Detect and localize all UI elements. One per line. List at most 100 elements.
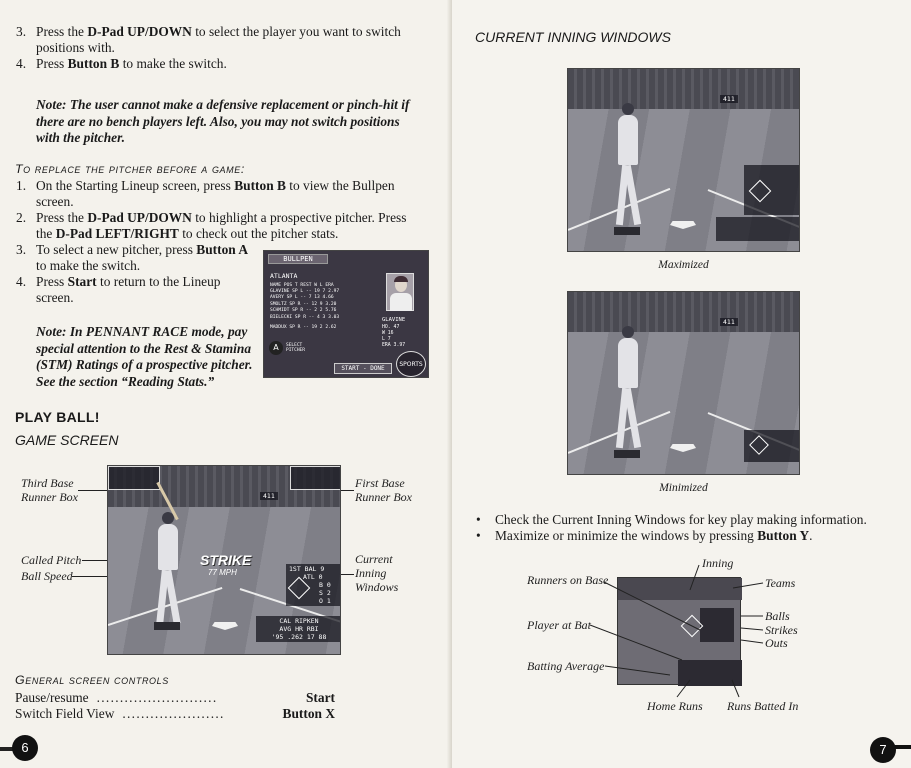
bullpen-title: BULLPEN	[268, 254, 328, 264]
caption-minimized: Minimized	[659, 482, 708, 494]
step-item: 3. Press the D-Pad UP/DOWN to select the…	[16, 24, 426, 56]
page-tab	[0, 747, 14, 751]
step-number: 1.	[16, 178, 27, 193]
stat-line: W 16	[382, 331, 394, 336]
button-a-icon: A	[269, 341, 283, 355]
step-text: to view the Bullpen screen.	[36, 178, 395, 209]
label-first-base-runner-box: First Base Runner Box	[355, 476, 412, 504]
step-bold: D-Pad UP/DOWN	[87, 24, 192, 39]
runner-number: 411	[260, 492, 278, 500]
step-item: 3. To select a new pitcher, press Button…	[16, 242, 261, 274]
label-ball-speed: Ball Speed	[21, 569, 73, 583]
bullet-icon: •	[476, 512, 481, 527]
batter-info: CAL RIPKEN AVG HR RBI '95 .262 17 88	[256, 616, 340, 642]
runner-number: 411	[720, 95, 738, 103]
label-batting-average: Batting Average	[527, 659, 605, 673]
bullpen-row: BIELECKI SP R -- 4 3 3.03	[270, 314, 340, 320]
caption-maximized: Maximized	[658, 259, 709, 271]
third-base-runner-box	[108, 466, 160, 490]
bullet-text: .	[809, 528, 813, 543]
bullpen-player-name: GLAVINE	[382, 317, 406, 323]
step-item: 4. Press Start to return to the Lineup s…	[16, 274, 261, 306]
bullet-item: • Check the Current Inning Windows for k…	[476, 512, 896, 528]
label-balls: Balls	[765, 609, 790, 623]
bullet-bold: Button Y	[757, 528, 810, 543]
leader-dots: ..........................	[96, 690, 218, 705]
team-away-score: 9	[320, 565, 325, 573]
step-number: 3.	[16, 242, 27, 257]
control-action: Switch Field View	[15, 706, 115, 721]
minimized-screenshot: 411	[567, 291, 800, 475]
bullpen-row: SCHMIDT SP R -- 2 2 5.76	[270, 308, 337, 314]
batter-figure	[154, 512, 181, 632]
bullpen-rows: GLAVINE SP L -- 19 7 2.97 AVERY SP L -- …	[270, 289, 339, 331]
step-number: 2.	[16, 210, 27, 225]
strike-call: STRIKE	[200, 552, 252, 568]
step-item: 1. On the Starting Lineup screen, press …	[16, 178, 426, 210]
bullpen-row: MADDUX SP R -- 19 2 2.62	[270, 325, 337, 331]
leader-dots: ......................	[122, 706, 225, 721]
inning-window-diagram	[617, 577, 742, 686]
bullpen-screenshot: BULLPEN ATLANTA NAME POS T REST W L ERA …	[263, 250, 429, 378]
label-player-at-bat: Player at Bat	[527, 618, 591, 632]
step-bold: Button B	[234, 178, 286, 193]
leader-line	[330, 574, 354, 575]
bullet-list: • Check the Current Inning Windows for k…	[476, 512, 896, 544]
label-strikes: Strikes	[765, 623, 798, 637]
step-text: to select the player you want to switch …	[36, 24, 401, 55]
runner-number: 411	[720, 318, 738, 326]
stat-line: ERA 3.97	[382, 343, 406, 348]
step-text: to highlight a prospective pitcher. Pres…	[36, 210, 407, 241]
step-number: 4.	[16, 274, 27, 289]
batter-figure	[614, 326, 642, 458]
stat-line: L 7	[382, 337, 391, 342]
note-pennant-race: Note: In PENNANT RACE mode, pay special …	[36, 324, 253, 389]
replace-step-list: 1. On the Starting Lineup screen, press …	[16, 178, 426, 306]
inning-window-minimized	[744, 430, 799, 462]
page-number-right: 7	[870, 737, 896, 763]
controls-list: Pause/resume .......................... …	[15, 690, 335, 722]
label-current-inning-windows: Current Inning Windows	[355, 552, 399, 594]
batter-info-maximized	[716, 217, 799, 241]
game-screen-heading: GAME SCREEN	[15, 432, 119, 448]
note-no-bench: Note: The user cannot make a defensive r…	[36, 97, 410, 145]
ball-speed-value: 77 MPH	[208, 568, 237, 577]
inning-value: 1ST	[289, 565, 301, 573]
left-page: 3. Press the D-Pad UP/DOWN to select the…	[0, 0, 452, 768]
step-number: 3.	[16, 24, 27, 39]
control-row: Switch Field View ......................…	[15, 706, 335, 722]
step-item: 4. Press Button B to make the switch.	[16, 56, 426, 72]
bullpen-row: SMOLTZ SP R -- 12 9 3.20	[270, 301, 337, 307]
outs-count: O 1	[319, 597, 331, 605]
batter-name: CAL RIPKEN	[279, 617, 319, 625]
step-bold: D-Pad LEFT/RIGHT	[55, 226, 179, 241]
bullpen-stats: HO. 47 W 16 L 7 ERA 3.97	[382, 325, 405, 349]
step-bold: Start	[67, 274, 97, 289]
diagram-leader-lines	[589, 564, 764, 698]
label-outs: Outs	[765, 636, 788, 650]
control-button: Start	[305, 690, 335, 705]
bullet-text: Maximize or minimize the windows by pres…	[495, 528, 758, 543]
step-item: 2. Press the D-Pad UP/DOWN to highlight …	[16, 210, 426, 242]
label-runners-on-base: Runners on Base	[527, 573, 609, 587]
batter-stat-values: '95 .262 17 88	[271, 633, 327, 641]
label-home-runs: Home Runs	[647, 699, 703, 713]
team-away: BAL	[304, 565, 317, 573]
page-number-left: 6	[12, 735, 38, 761]
bullet-item: • Maximize or minimize the windows by pr…	[476, 528, 896, 544]
step-text: On the Starting Lineup screen, press	[36, 178, 235, 193]
batter-figure	[614, 103, 642, 235]
step-text: to make the switch.	[36, 258, 141, 273]
replace-pitcher-heading: To replace the pitcher before a game:	[15, 162, 245, 176]
control-row: Pause/resume .......................... …	[15, 690, 335, 706]
step-text: To select a new pitcher, press	[36, 242, 197, 257]
label-called-pitch: Called Pitch	[21, 553, 82, 567]
bullpen-row: AVERY SP L -- 7 13 4.66	[270, 295, 334, 301]
strikes-count: S 2	[319, 589, 331, 597]
bullet-text: Check the Current Inning Windows for key…	[495, 512, 867, 527]
maximized-screenshot: 411	[567, 68, 800, 252]
game-screenshot: 411 STRIKE 77 MPH 1ST BAL 9 ATL 0 B 0 S …	[107, 465, 341, 655]
batter-stat-headers: AVG HR RBI	[279, 625, 319, 633]
bullpen-team: ATLANTA	[270, 272, 298, 280]
general-controls-heading: General screen controls	[15, 673, 169, 687]
